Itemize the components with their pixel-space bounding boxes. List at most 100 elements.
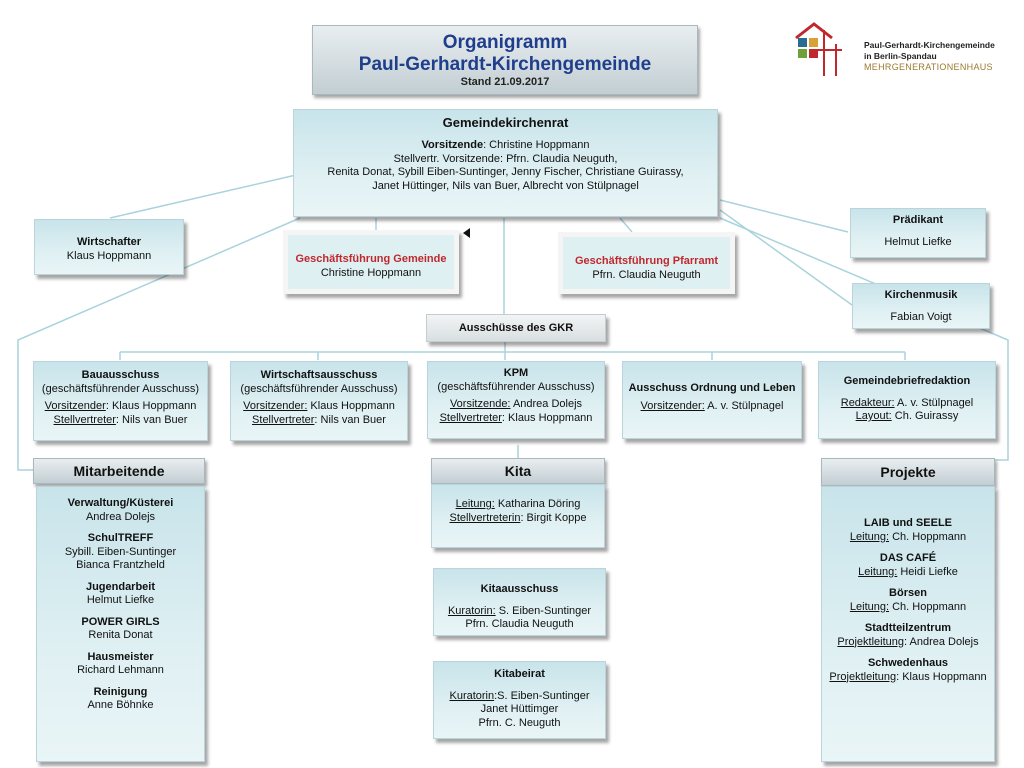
committee-stellv-label: Stellvertreter — [252, 413, 315, 426]
connector-line — [719, 199, 849, 233]
connector-line — [719, 209, 853, 306]
projekte-item-title: Schwedenhaus — [867, 657, 949, 669]
ausschuesse-box: Ausschüsse des GKR — [426, 314, 606, 342]
mitarbeitende-item-title: Reinigung — [93, 685, 148, 698]
mitarbeitende-box: Verwaltung/Küsterei Andrea Dolejs SchulT… — [36, 486, 205, 762]
mitarbeitende-item-line: Anne Böhnke — [87, 699, 154, 711]
logo: Paul-Gerhardt-Kirchengemeinde in Berlin-… — [792, 20, 1002, 80]
committee-sub: (geschäftsführender Ausschuss) — [240, 382, 398, 395]
projekte-item-value: : Klaus Hoppmann — [896, 670, 987, 683]
gkr-stellv: Stellvertr. Vorsitzende: Pfrn. Claudia N… — [393, 152, 618, 165]
connector-line — [619, 217, 633, 233]
wirtschafter-name: Klaus Hoppmann — [66, 249, 152, 262]
committee-vors-label: Vorsitzender: — [640, 399, 705, 412]
gf-pfarramt-name: Pfrn. Claudia Neuguth — [592, 268, 701, 281]
mitarbeitende-item-line: Andrea Dolejs — [85, 510, 156, 523]
projekte-item-title: Börsen — [889, 587, 927, 599]
gkr-members2: Janet Hüttinger, Nils van Buer, Albrecht… — [372, 179, 639, 192]
mitarbeitende-item-line: Sybill. Eiben-Suntinger — [64, 545, 177, 558]
projekte-item-label: Leitung: — [858, 565, 898, 578]
mitarbeitende-item-line: Helmut Liefke — [86, 594, 155, 606]
committee-stellv-value: : Klaus Hoppmann — [501, 411, 593, 424]
committee-wirtschaft: Wirtschaftsausschuss (geschäftsführender… — [230, 361, 408, 441]
committee-stellv-label: Stellvertreter — [439, 411, 502, 424]
kitaausschuss-box: Kitaausschuss Kuratorin: S. Eiben-Suntin… — [433, 568, 606, 636]
projekte-header: Projekte — [821, 458, 995, 486]
ausschuesse-title: Ausschüsse des GKR — [458, 322, 574, 334]
kirchenmusik-box: Kirchenmusik Fabian Voigt — [852, 283, 990, 329]
praedikant-name: Helmut Liefke — [884, 235, 952, 248]
brief-red-value: A. v. Stülpnagel — [894, 396, 974, 409]
mitarbeitende-item-title: Jugendarbeit — [85, 580, 156, 593]
gkr-box: Gemeindekirchenrat Vorsitzende: Christin… — [293, 109, 718, 217]
projekte-item-label: Leitung: — [849, 600, 890, 613]
mitarbeitende-item-title: Hausmeister — [87, 650, 154, 663]
mitarbeitende-item-title: SchulTREFF — [87, 532, 154, 544]
projekte-item-title: LAIB und SEELE — [864, 517, 952, 529]
committee-title: Ausschuss Ordnung und Leben — [628, 382, 796, 394]
committee-vors-value: Andrea Dolejs — [510, 398, 583, 410]
mitarbeitende-header: Mitarbeitende — [33, 458, 205, 484]
committee-vors-label: Vorsitzender: — [243, 400, 308, 412]
mitarbeitende-item-line: Bianca Frantzheld — [76, 559, 165, 571]
kita-leitung-value: Katharina Döring — [494, 498, 581, 510]
title-stand: Stand 21.09.2017 — [460, 76, 550, 88]
logo-line1: Paul-Gerhardt-Kirchengemeinde — [864, 40, 995, 50]
wirtschafter-title: Wirtschafter — [76, 236, 142, 248]
gf-gemeinde-title: Geschäftsführung Gemeinde — [295, 253, 447, 265]
kita-stellv-label: Stellvertreterin — [449, 511, 521, 524]
kirchenmusik-name: Fabian Voigt — [890, 310, 952, 323]
kita-stellv-value: : Birgit Koppe — [520, 511, 587, 524]
kita-header-text: Kita — [504, 463, 532, 479]
projekte-item-label: Projektleitung — [837, 635, 905, 648]
projekte-item-value: Ch. Hoppmann — [889, 530, 967, 543]
mitarbeitende-item-title: Verwaltung/Küsterei — [67, 497, 174, 509]
committee-vors-label: Vorsitzender — [44, 400, 106, 412]
kitaausschuss-kur-value: S. Eiben-Suntinger — [495, 604, 592, 617]
kitaausschuss-title: Kitaausschuss — [480, 583, 559, 595]
committee-bau: Bauausschuss (geschäftsführender Ausschu… — [33, 361, 208, 441]
mitarbeitende-item-title: POWER GIRLS — [81, 615, 160, 628]
kitabeirat-line2: Janet Hüttimger — [480, 703, 559, 715]
projekte-item-value: Ch. Hoppmann — [889, 600, 967, 613]
kitabeirat-kur-value: :S. Eiben-Suntinger — [494, 689, 590, 702]
mitarbeitende-item-line: Richard Lehmann — [77, 664, 164, 676]
projekte-item-value: : Andrea Dolejs — [904, 635, 979, 648]
logo-line2: in Berlin-Spandau — [864, 51, 937, 61]
committee-stellv-value: : Nils van Buer — [314, 413, 386, 426]
committee-stellv-value: : Nils van Buer — [115, 413, 188, 426]
gkr-vors-value: : Christine Hoppmann — [483, 139, 590, 151]
kita-header: Kita — [431, 458, 605, 484]
committee-vors-value: Klaus Hoppmann — [307, 400, 395, 412]
kitabeirat-kur-label: Kuratorin — [449, 689, 495, 702]
committee-ordnung: Ausschuss Ordnung und Leben Vorsitzender… — [622, 361, 802, 439]
kitabeirat-line3: Pfrn. C. Neuguth — [478, 716, 561, 729]
connector-line — [719, 217, 1009, 461]
title-line2: Paul-Gerhardt-Kirchengemeinde — [358, 54, 652, 75]
gf-gemeinde-box: Geschäftsführung Gemeinde Christine Hopp… — [283, 230, 459, 294]
committee-title: KPM — [503, 367, 529, 379]
committee-sub: (geschäftsführender Ausschuss) — [437, 380, 595, 393]
church-house-icon — [795, 22, 842, 76]
gf-pfarramt-title: Geschäftsführung Pfarramt — [574, 255, 719, 267]
gkr-title: Gemeindekirchenrat — [442, 115, 569, 130]
kirchenmusik-title: Kirchenmusik — [884, 289, 958, 301]
kitabeirat-box: Kitabeirat Kuratorin:S. Eiben-Suntinger … — [433, 661, 606, 739]
committee-vors-value: A. v. Stülpnagel — [704, 399, 784, 412]
kitaausschuss-line2: Pfrn. Claudia Neuguth — [465, 618, 574, 630]
arrow-marker — [463, 228, 470, 238]
brief-red-label: Redakteur: — [840, 396, 895, 409]
brief-lay-value: Ch. Guirassy — [891, 410, 959, 422]
kita-leitung-label: Leitung: — [455, 498, 495, 510]
kitaausschuss-kur-label: Kuratorin: — [447, 604, 496, 617]
wirtschafter-box: Wirtschafter Klaus Hoppmann — [34, 219, 184, 275]
title-line1: Organigramm — [442, 32, 568, 53]
gkr-vors-label: Vorsitzende — [421, 139, 484, 151]
gf-pfarramt-box: Geschäftsführung Pfarramt Pfrn. Claudia … — [558, 232, 735, 294]
committee-title: Gemeindebriefredaktion — [843, 375, 971, 387]
projekte-item-label: Leitung: — [849, 530, 890, 543]
brief-lay-label: Layout: — [855, 410, 892, 422]
projekte-item-label: Projektleitung — [829, 670, 897, 683]
mitarbeitende-item-line: Renita Donat — [88, 629, 153, 641]
committee-title: Bauausschuss — [81, 369, 160, 381]
